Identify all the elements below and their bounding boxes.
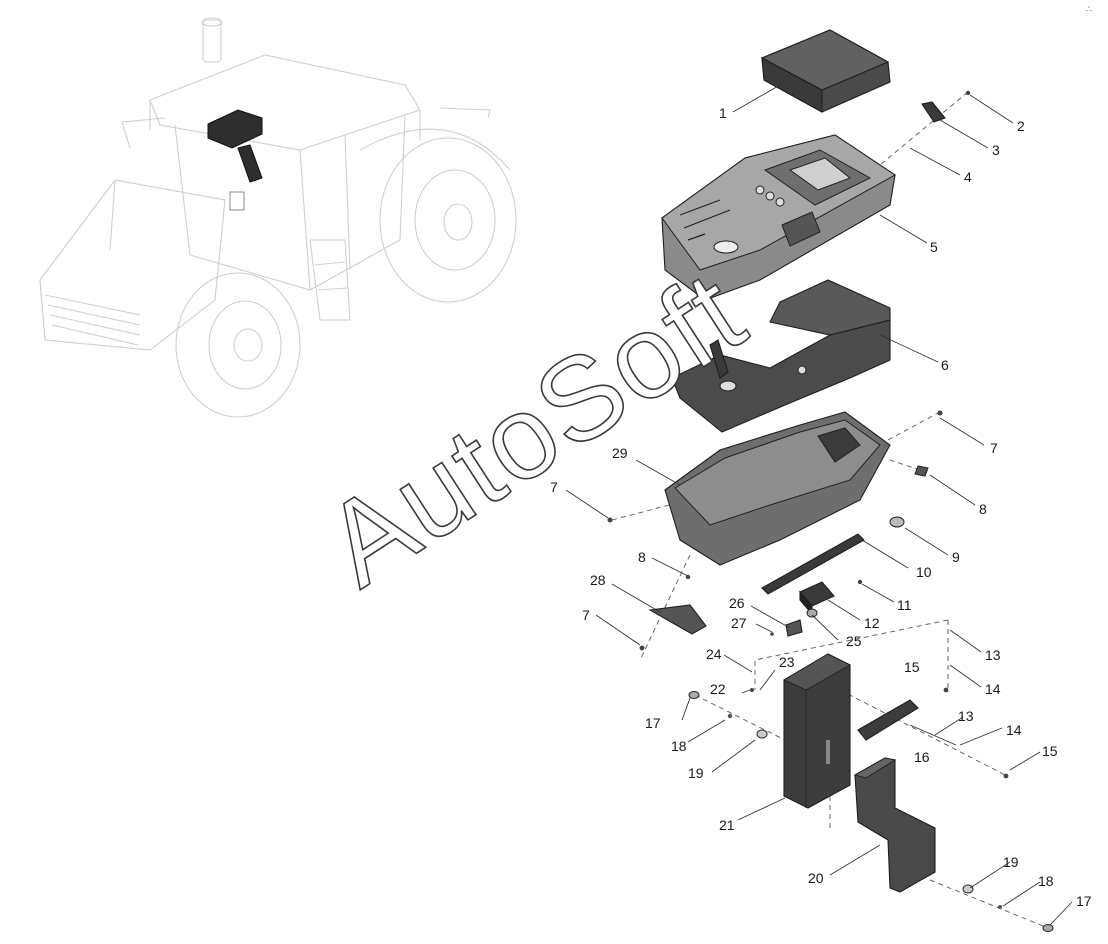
callout-10: 10 xyxy=(916,564,932,580)
callout-2: 2 xyxy=(1017,118,1025,134)
part-29-lower-tray xyxy=(664,411,891,566)
callout-14-lower: 14 xyxy=(1006,722,1022,738)
callout-labels: 1 2 3 4 5 6 7 7 7 8 8 9 10 11 12 13 13 1… xyxy=(550,105,1092,909)
callout-6: 6 xyxy=(941,357,949,373)
part-18-washer-left xyxy=(727,713,733,719)
tractor-illustration xyxy=(39,17,517,418)
part-21-storage-box xyxy=(782,653,852,809)
part-8-nut-right xyxy=(914,465,929,477)
part-11-screw xyxy=(857,579,863,585)
callout-18-left: 18 xyxy=(671,738,687,754)
part-20-mounting-bracket xyxy=(853,757,936,893)
part-18-washer-right xyxy=(998,905,1002,909)
callout-24: 24 xyxy=(706,646,722,662)
part-16-hinge-strip xyxy=(857,699,919,741)
part-5-control-panel-housing xyxy=(661,134,896,301)
callout-19-right: 19 xyxy=(1003,854,1019,870)
part-9-grommet xyxy=(889,516,905,528)
part-7-bolt-upper xyxy=(937,410,943,416)
callout-18-right: 18 xyxy=(1038,873,1054,889)
callout-22: 22 xyxy=(710,681,726,697)
part-15-screw-lower xyxy=(1003,773,1009,779)
part-28-side-cover xyxy=(648,604,707,635)
callout-13-upper: 13 xyxy=(985,647,1001,663)
part-17-bolt-right xyxy=(1042,924,1054,932)
callout-15-lower: 15 xyxy=(1042,743,1058,759)
callout-17-right: 17 xyxy=(1076,893,1092,909)
callout-1: 1 xyxy=(719,105,727,121)
callout-8-right: 8 xyxy=(979,501,987,517)
part-7-bolt-lower xyxy=(639,645,645,651)
part-6-frame-bracket xyxy=(671,279,891,433)
callout-29: 29 xyxy=(612,445,628,461)
callout-16: 16 xyxy=(914,749,930,765)
callout-11: 11 xyxy=(897,597,912,613)
part-19-washer-left xyxy=(756,729,768,739)
corner-mark: ∴ xyxy=(1086,5,1092,15)
callout-21: 21 xyxy=(719,817,735,833)
part-19-washer-right xyxy=(962,884,974,894)
part-22-screw xyxy=(750,688,754,692)
part-12-switch-block xyxy=(799,581,835,616)
part-25-knob xyxy=(806,608,818,618)
leader-lines xyxy=(565,84,1073,926)
callout-14-upper: 14 xyxy=(985,681,1001,697)
callout-28: 28 xyxy=(590,572,606,588)
callout-12: 12 xyxy=(864,615,880,631)
part-7-bolt-left xyxy=(607,517,613,523)
part-15-screw-upper xyxy=(943,687,949,693)
part-17-bolt-left xyxy=(688,691,700,699)
callout-25: 25 xyxy=(846,633,862,649)
part-27-pin xyxy=(770,632,774,636)
callout-5: 5 xyxy=(930,239,938,255)
part-26-clip xyxy=(785,619,803,637)
callout-23: 23 xyxy=(779,654,795,670)
callout-7-upper: 7 xyxy=(990,440,998,456)
watermark-text: AutoSoft xyxy=(302,246,767,612)
callout-20: 20 xyxy=(808,870,824,886)
callout-26: 26 xyxy=(729,595,745,611)
callout-27: 27 xyxy=(731,615,747,631)
callout-7-left: 7 xyxy=(550,479,558,495)
part-2-screw xyxy=(965,90,971,96)
callout-19-left: 19 xyxy=(688,765,704,781)
part-1-armrest-pad xyxy=(760,29,891,113)
part-10-rail xyxy=(761,533,865,595)
part-3-clip xyxy=(921,101,946,123)
callout-13-lower: 13 xyxy=(958,708,974,724)
callout-15-upper: 15 xyxy=(904,659,920,675)
callout-9: 9 xyxy=(952,549,960,565)
callout-3: 3 xyxy=(992,142,1000,158)
callout-8-left: 8 xyxy=(638,549,646,565)
callout-17-left: 17 xyxy=(645,715,661,731)
callout-7-lower: 7 xyxy=(582,607,590,623)
callout-4: 4 xyxy=(964,169,972,185)
